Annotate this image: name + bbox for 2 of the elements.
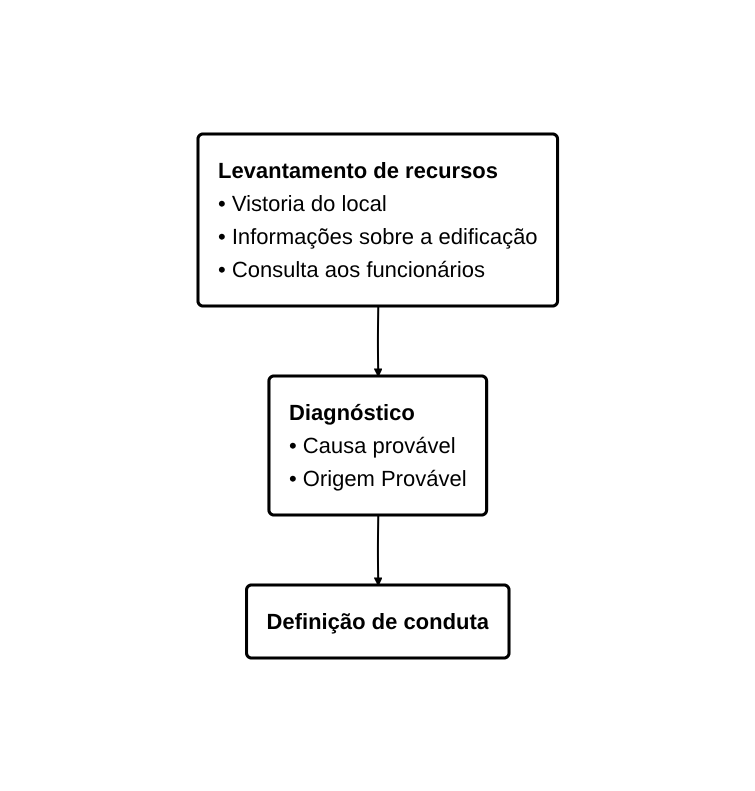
arrow [373,306,382,376]
arrow [373,514,382,586]
